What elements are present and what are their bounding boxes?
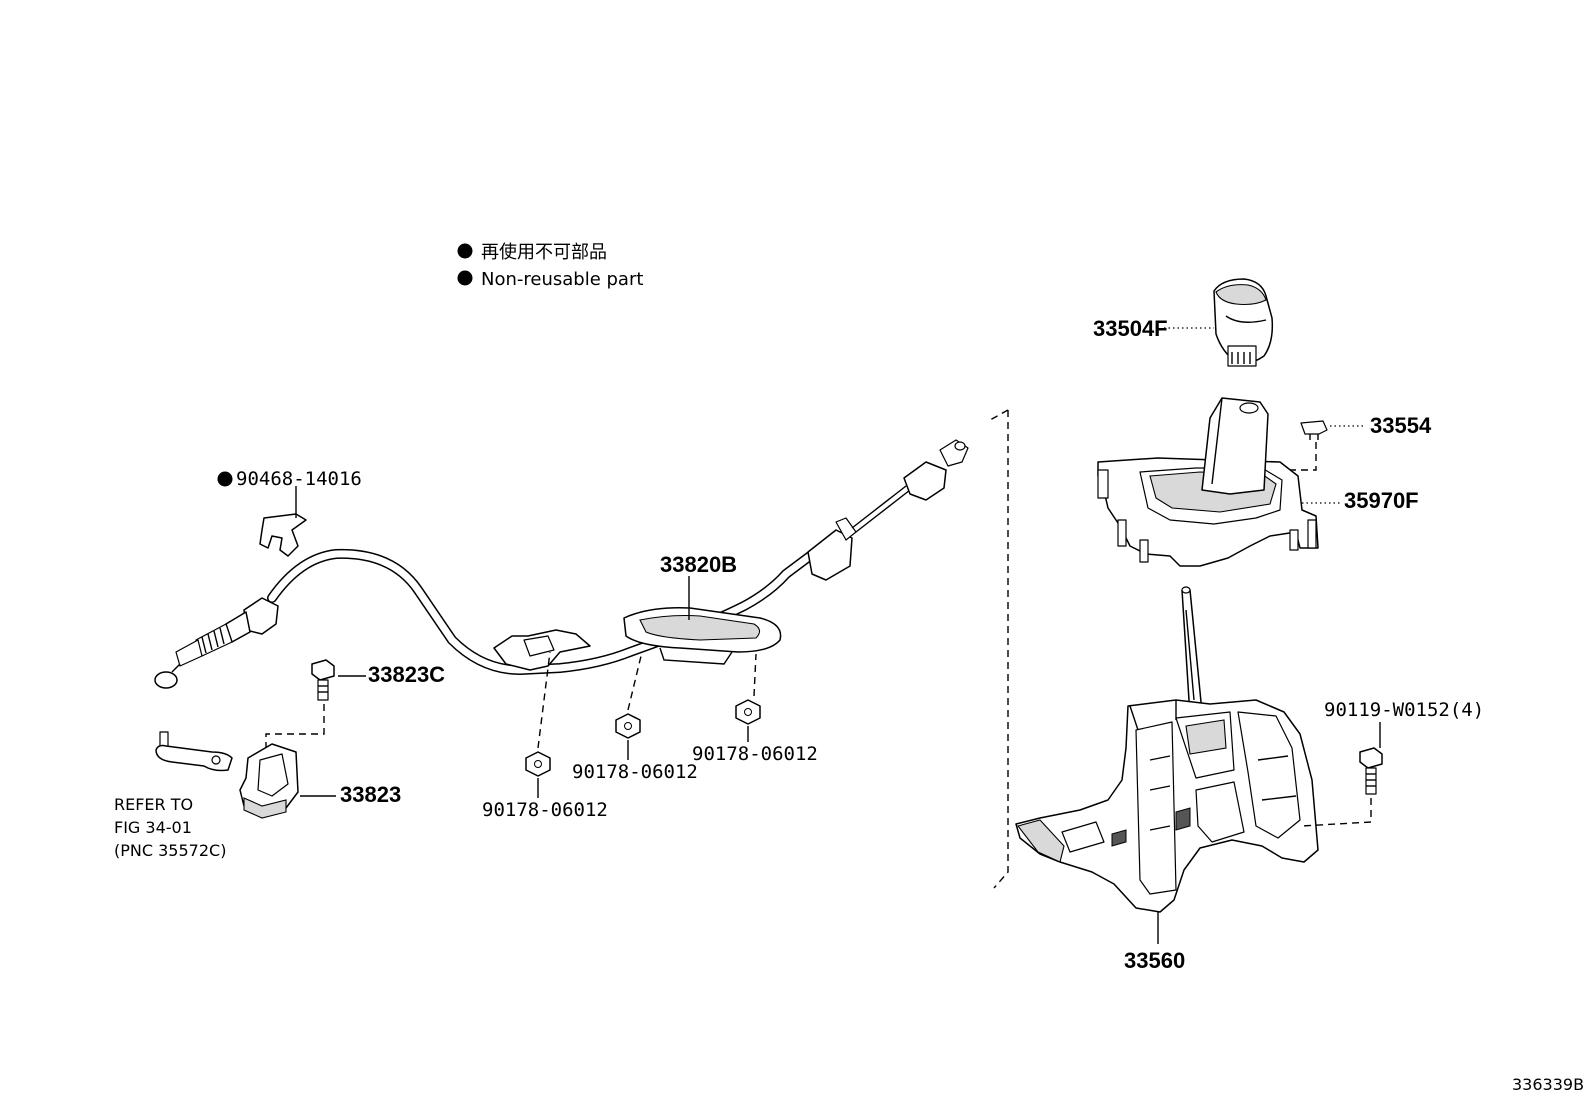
reference-lever-drawing [155,731,233,772]
dash-nut-b [627,651,643,711]
non-reusable-marker-icon [217,471,233,487]
shift-lever-assembly-drawing [1015,586,1319,913]
label-35970F: 35970F [1344,488,1419,513]
non-reusable-marker-icon [457,243,473,259]
reference-line-1: REFER TO [114,795,193,814]
shift-knob-drawing [1213,278,1274,367]
nut-c-drawing [735,699,761,725]
nut-b-drawing [615,713,641,739]
figure-id: 336339B [1512,1075,1584,1094]
dash-33823C [265,704,325,790]
label-90178-06012-b: 90178-06012 [572,761,698,783]
reference-line-3: (PNC 35572C) [114,841,226,860]
shift-indicator-housing-drawing [1097,397,1319,567]
legend-english: Non-reusable part [481,269,643,290]
bolt-33823C-drawing [311,659,335,701]
non-reusable-marker-icon [457,270,473,286]
label-33554: 33554 [1370,413,1432,438]
bracket-33823-drawing [239,743,299,819]
shift-cable-drawing [154,439,969,689]
label-90119-W0152: 90119-W0152(4) [1324,699,1484,721]
dash-nut-a [537,651,551,749]
clip-90468-drawing [259,513,307,557]
nut-a-drawing [525,751,551,777]
label-33560: 33560 [1124,948,1185,973]
label-90178-06012-c: 90178-06012 [692,743,818,765]
label-33823C: 33823C [368,662,445,687]
legend-japanese: 再使用不可部品 [481,242,607,263]
legend: 再使用不可部品 Non-reusable part [457,242,643,290]
label-90468-14016: 90468-14016 [236,468,362,490]
dash-90119 [1301,798,1372,827]
label-33820B: 33820B [660,552,737,577]
reference-line-2: FIG 34-01 [114,818,192,837]
label-90178-06012-a: 90178-06012 [482,799,608,821]
bolt-90119-drawing [1359,747,1383,795]
clip-33554-drawing [1300,420,1328,440]
dash-guide-main [993,410,1009,889]
dash-nut-c [753,653,757,697]
label-33823: 33823 [340,782,401,807]
label-33504F: 33504F [1093,316,1168,341]
